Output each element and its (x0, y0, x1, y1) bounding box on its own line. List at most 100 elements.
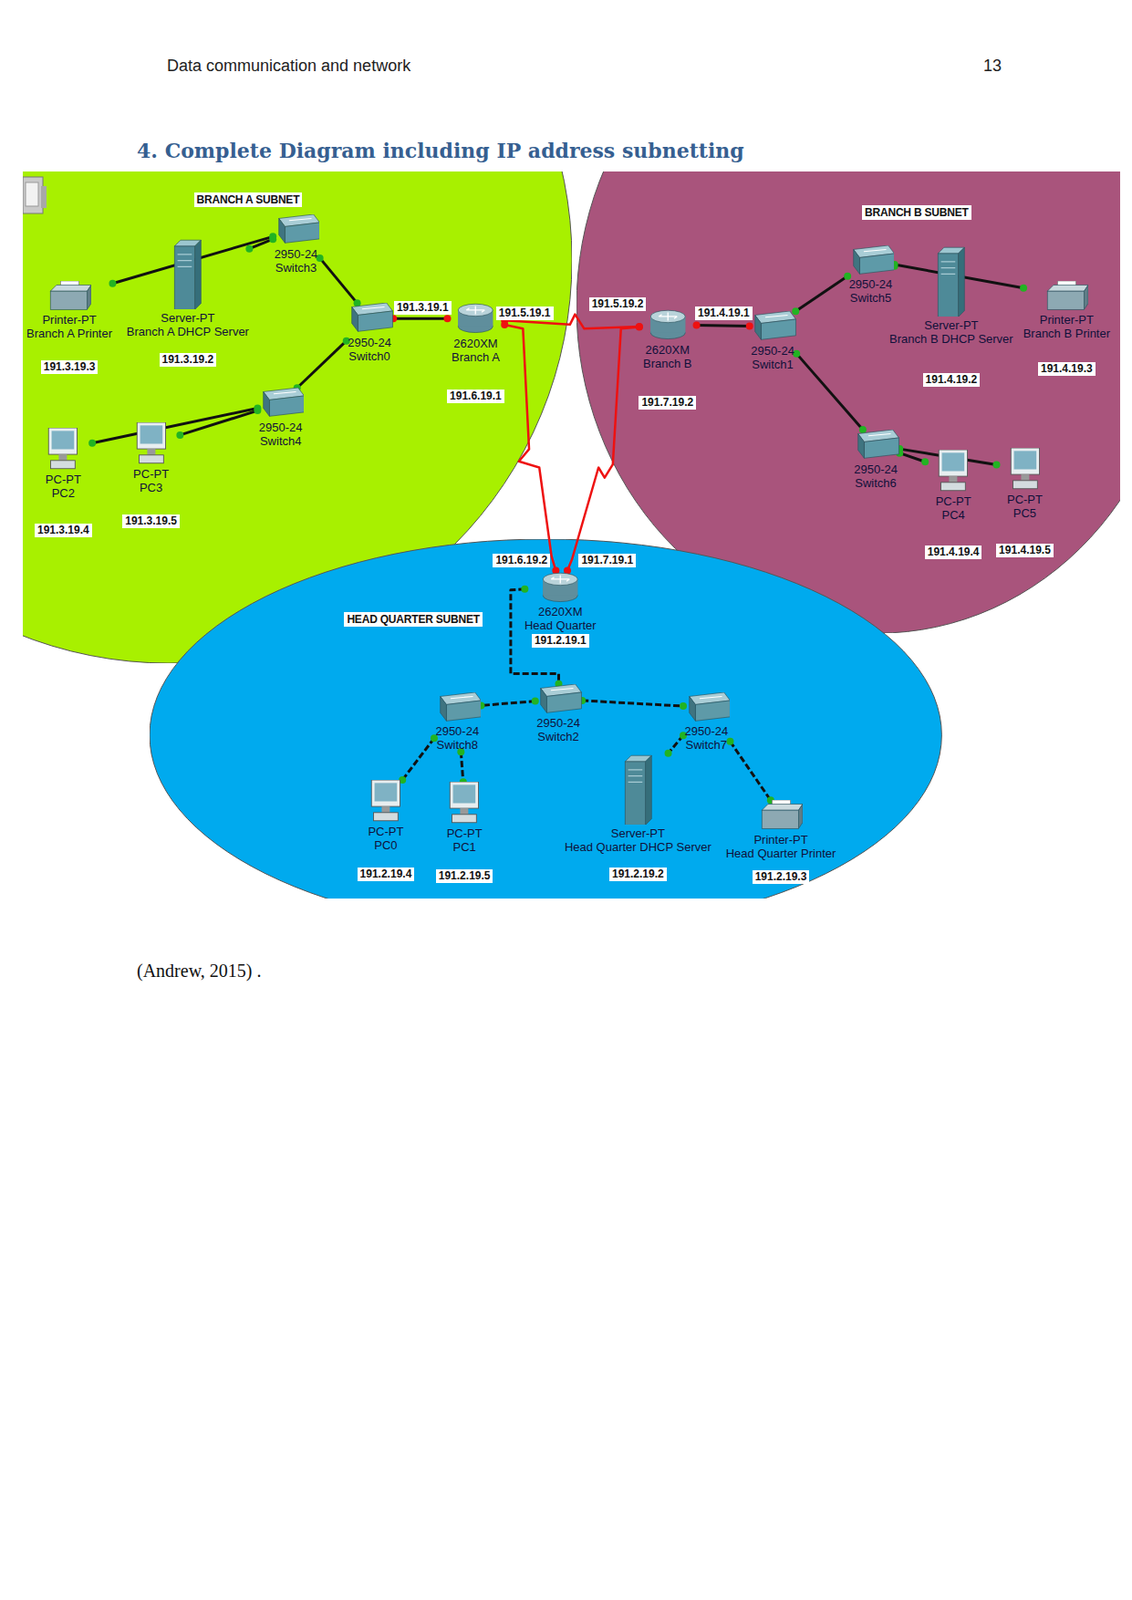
switch-icon (534, 684, 582, 716)
link-group (792, 350, 867, 434)
router-icon (648, 308, 688, 342)
switch-icon (345, 302, 393, 334)
link-light (679, 731, 687, 739)
interface-ip: 191.3.19.1 (394, 301, 452, 315)
device-label: Switch6 (854, 476, 897, 490)
link-light (554, 680, 562, 688)
device-label: 2950-24 (853, 462, 898, 477)
ip-address: 191.3.19.3 (41, 360, 99, 374)
switch-icon (272, 214, 320, 246)
region-title: BRANCH A SUBNET (194, 192, 303, 208)
link-light (108, 280, 116, 288)
switch-icon (683, 692, 730, 724)
switch-node: 2950-24Switch5 (847, 245, 894, 306)
interface-ip: 191.5.19.1 (496, 306, 554, 321)
link-group (176, 406, 261, 439)
printer-icon (48, 280, 92, 312)
pc-node: PC-PTPC4191.4.19.4 (924, 449, 983, 560)
device-label: Server-PT (611, 826, 665, 841)
device-label: Printer-PT (41, 312, 96, 327)
device-label: Switch5 (850, 290, 893, 305)
pc-node: PC-PTPC1191.2.19.5 (436, 781, 494, 883)
link-light (430, 734, 438, 742)
link-light (791, 307, 800, 315)
link-group (477, 697, 539, 710)
subnet-region: 2620XMHead Quarter191.2.19.12950-24Switc… (149, 539, 942, 899)
link-group (578, 696, 687, 710)
link-light (269, 235, 277, 243)
pc-node: PC-PTPC2191.3.19.4 (34, 427, 93, 538)
ip-address: 191.3.19.5 (122, 514, 180, 529)
link-light (176, 431, 184, 439)
ethernet-link (729, 741, 770, 800)
partial-device-icon (22, 171, 51, 219)
link-group (389, 314, 451, 322)
ethernet-link (889, 265, 894, 267)
device-label: 2950-24 (750, 343, 795, 358)
link-group (108, 232, 277, 287)
device-label: 2620XM (645, 342, 690, 357)
device-label: PC1 (452, 840, 476, 854)
link-group (500, 321, 560, 575)
link-light (342, 337, 350, 345)
device-label: Branch A Printer (26, 326, 113, 341)
router-icon (456, 301, 496, 335)
switch-icon (847, 245, 894, 277)
link-group (315, 254, 361, 307)
link-light (520, 585, 529, 593)
device-label: Switch0 (348, 349, 391, 364)
server-icon (623, 753, 655, 825)
server-icon (172, 238, 204, 310)
link-light (634, 323, 643, 332)
device-label: Switch2 (537, 729, 580, 744)
printer-icon (1045, 280, 1089, 312)
router-node: 2620XMHead Quarter191.2.19.1 (524, 571, 597, 649)
link-light (792, 350, 800, 358)
pc-icon (369, 779, 403, 823)
link-light (745, 322, 753, 331)
ip-address: 191.2.19.3 (752, 870, 811, 884)
ethernet-link (695, 324, 749, 326)
serial-link (504, 324, 556, 572)
link-light (885, 261, 894, 270)
link-light (578, 696, 586, 705)
device-label: Head Quarter Printer (726, 846, 837, 861)
device-label: PC-PT (133, 467, 169, 481)
device-label: Server-PT (160, 311, 215, 325)
printer-icon (759, 799, 803, 831)
device-label: PC-PT (45, 472, 82, 487)
ethernet-link (319, 258, 357, 303)
interface-ip: 191.7.19.1 (578, 553, 636, 568)
link-light (692, 321, 700, 329)
link-light (292, 384, 301, 392)
ethernet-link (581, 700, 684, 707)
pc-icon (135, 422, 168, 466)
device-label: Switch7 (685, 737, 728, 752)
ip-address: 191.4.19.4 (924, 545, 983, 560)
ethernet-link (796, 353, 863, 430)
ethernet-link (393, 317, 447, 321)
device-label: PC3 (139, 480, 163, 495)
pc-icon (936, 449, 970, 493)
link-light (858, 425, 866, 434)
server-node: Server-PTBranch A DHCP Server191.3.19.2 (126, 238, 250, 367)
link-group (456, 747, 467, 786)
switch-icon (434, 692, 481, 724)
link-group (398, 734, 438, 784)
device-label: 2950-24 (536, 716, 581, 730)
running-header: Data communication and network (166, 56, 411, 76)
link-light (500, 321, 509, 329)
interface-ip: 191.5.19.2 (589, 297, 647, 312)
device-label: PC4 (941, 508, 965, 522)
device-label: Switch4 (259, 434, 302, 448)
printer-node: Printer-PTHead Quarter Printer 191.2.19.3 (726, 799, 837, 884)
switch-node: 2950-24Switch6 (851, 429, 899, 490)
device-label: Branch A DHCP Server (126, 324, 250, 339)
device-label: Branch B DHCP Server (889, 332, 1014, 346)
device-label: Printer-PT (753, 832, 808, 847)
switch-node: 2950-24Switch0 (345, 302, 393, 364)
ip-address: 191.6.19.1 (446, 389, 505, 404)
device-label: 2950-24 (435, 724, 479, 738)
serial-link (567, 327, 640, 572)
